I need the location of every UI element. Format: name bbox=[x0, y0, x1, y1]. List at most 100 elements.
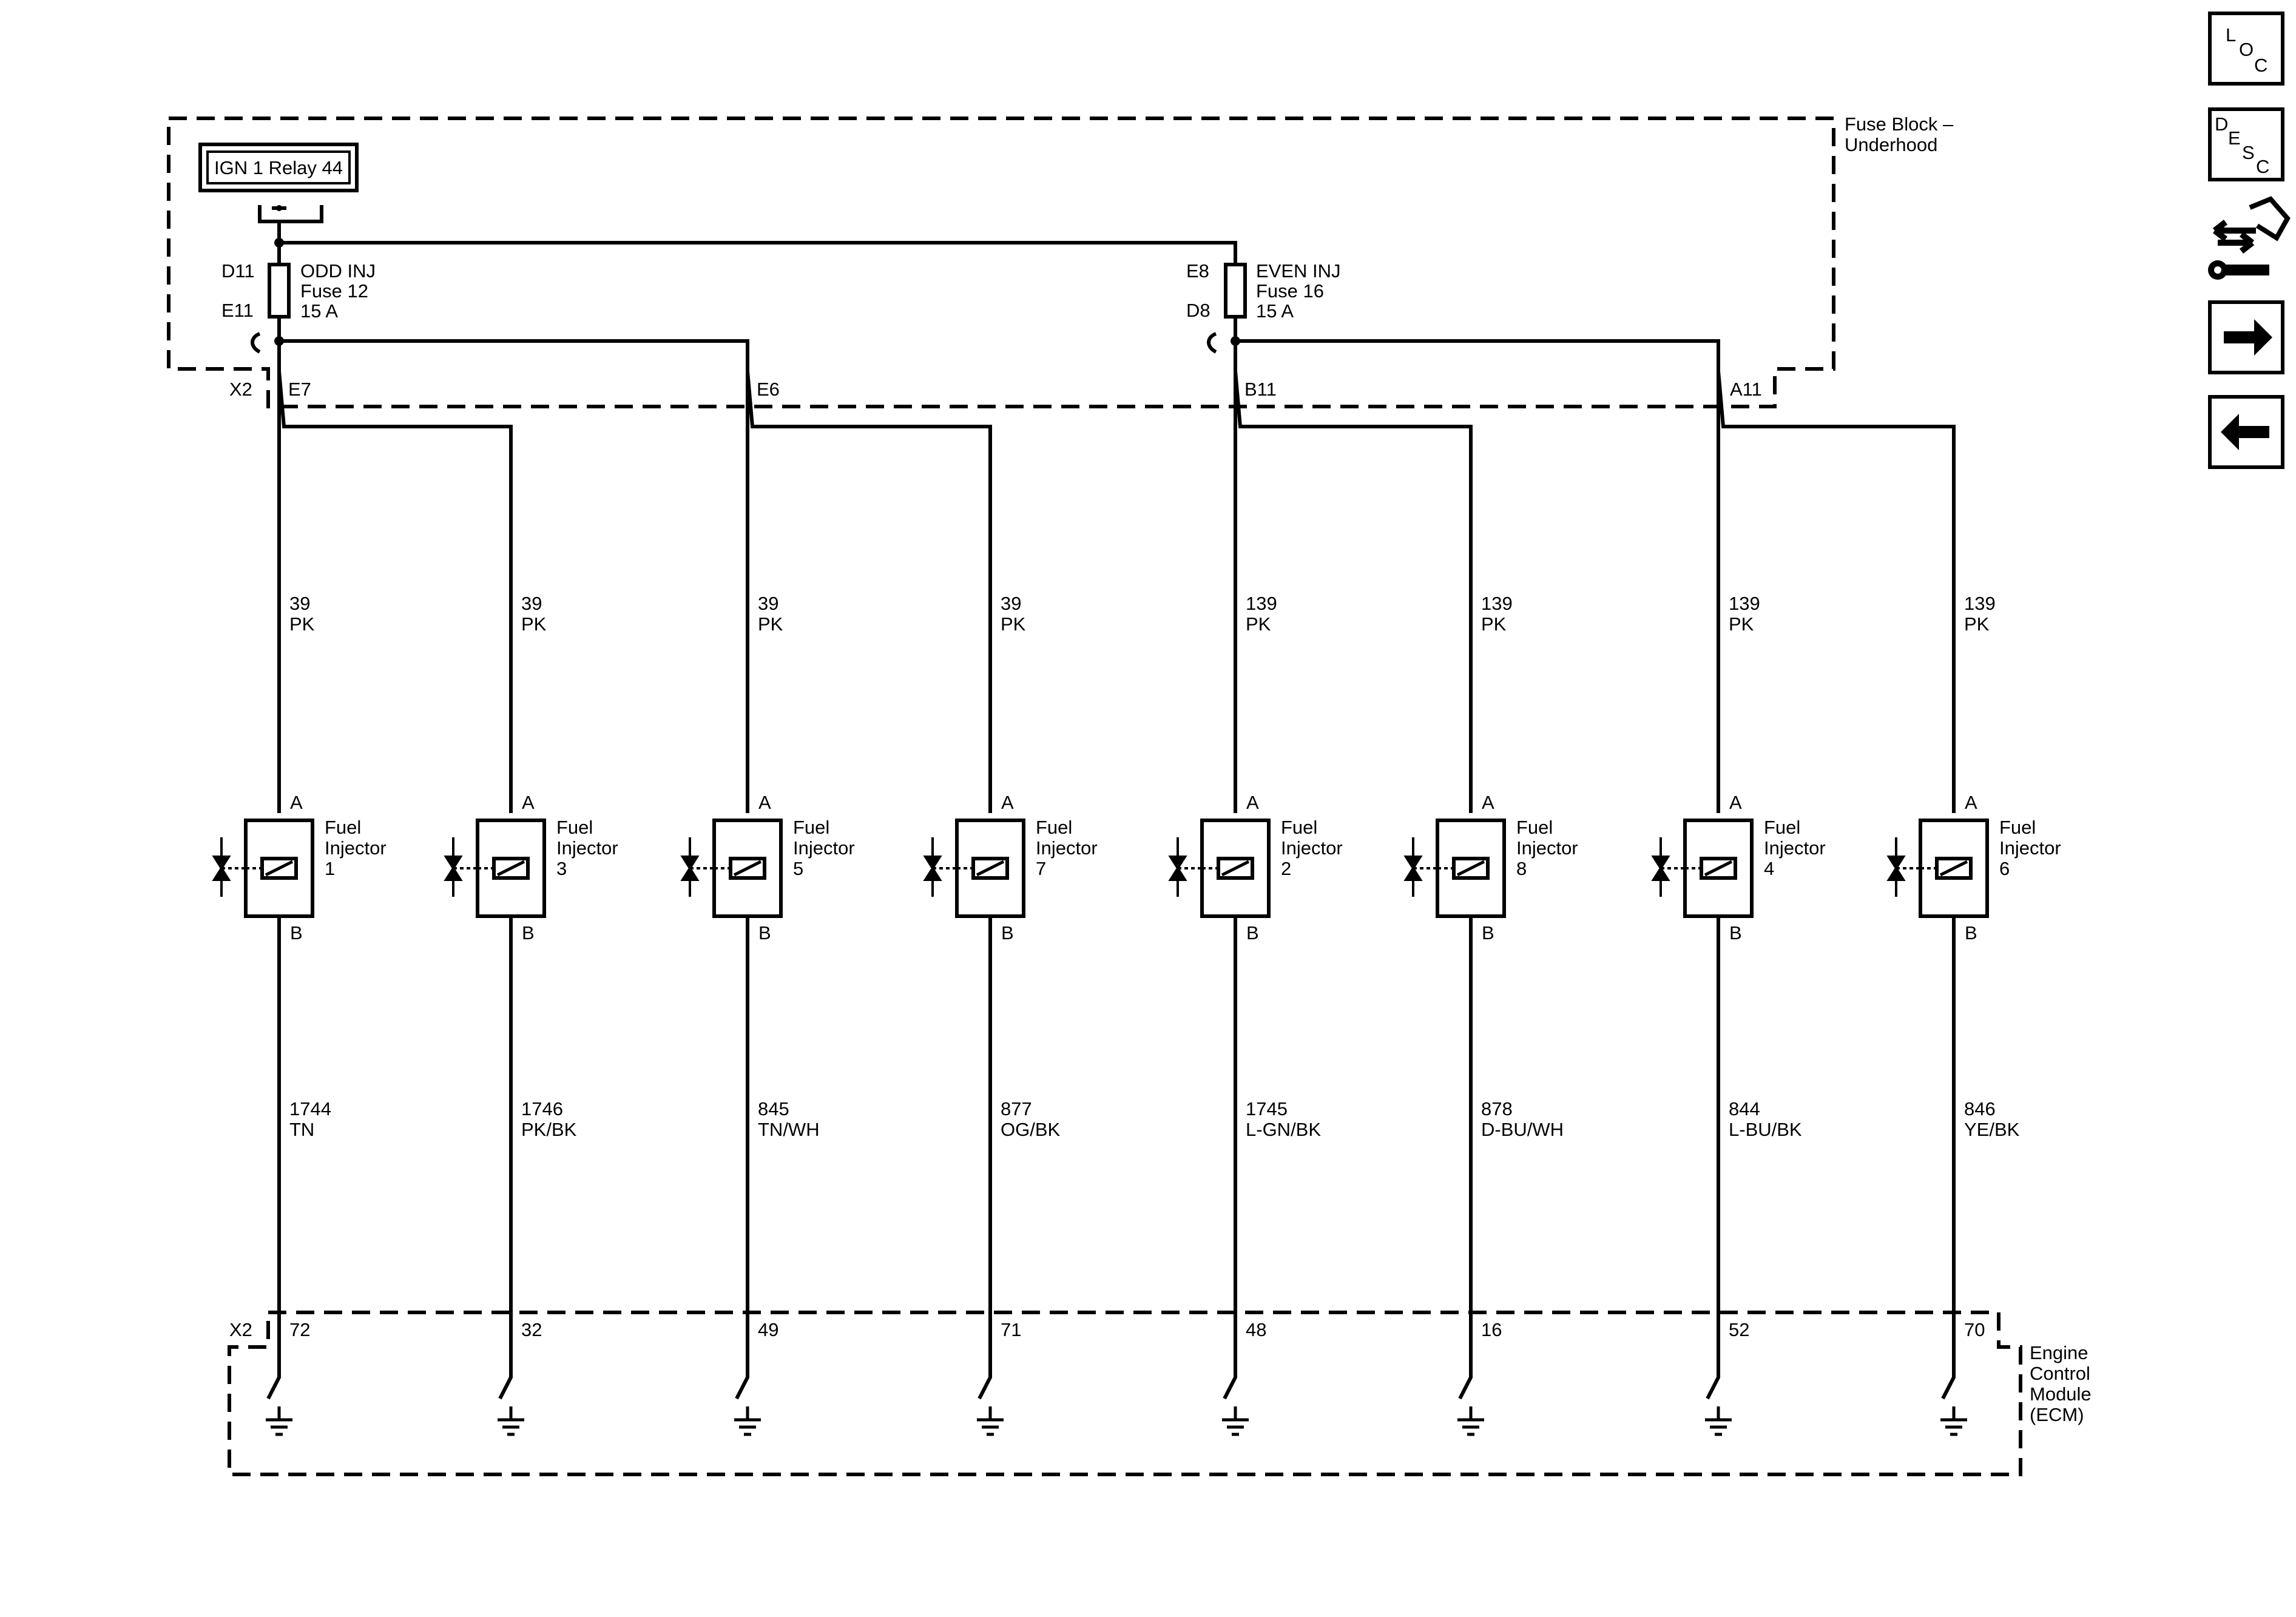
injector-pin-a: A bbox=[290, 792, 303, 813]
control-circuit-number: 1745 bbox=[1246, 1098, 1288, 1119]
injector-number: 7 bbox=[1036, 858, 1046, 879]
ecm-pin-number: 48 bbox=[1246, 1319, 1266, 1340]
injector-subtitle: Injector bbox=[325, 837, 387, 859]
fuse12-in-pin: D11 bbox=[221, 260, 255, 282]
injector-subtitle: Injector bbox=[1764, 837, 1826, 859]
fuse-odd-inj: D11 E11 ODD INJ Fuse 12 15 A bbox=[221, 260, 376, 341]
supply-circuit-number: 39 bbox=[521, 593, 542, 614]
injector-number: 8 bbox=[1516, 858, 1527, 879]
fuse16-in-pin: E8 bbox=[1186, 260, 1209, 282]
fuse-block-output-pins: E7 E6 B11 A11 bbox=[288, 379, 1762, 400]
supply-wire-color: PK bbox=[1729, 613, 1754, 635]
injector-pin-a: A bbox=[1729, 792, 1742, 813]
forward-button[interactable] bbox=[2208, 300, 2284, 374]
injector-subtitle: Injector bbox=[1281, 837, 1343, 859]
supply-splits bbox=[277, 371, 1956, 813]
injector-number: 3 bbox=[556, 858, 567, 879]
ign-bus-wire bbox=[279, 241, 1237, 265]
ecm-title-line2: Control bbox=[2030, 1363, 2090, 1384]
control-wire-color: OG/BK bbox=[1001, 1119, 1061, 1140]
supply-circuit-number: 139 bbox=[1729, 593, 1760, 614]
fuse12-out-pin: E11 bbox=[221, 300, 254, 321]
ign1-relay: IGN 1 Relay 44 bbox=[198, 143, 359, 243]
output-pin-a11: A11 bbox=[1730, 379, 1762, 400]
desc-letter-e: E bbox=[2228, 127, 2241, 149]
ecm-connector-label: X2 bbox=[229, 1319, 252, 1340]
fuse-block-title-line2: Underhood bbox=[1845, 134, 1937, 155]
ecm-title-line1: Engine bbox=[2030, 1342, 2088, 1363]
injector-pin-b: B bbox=[1001, 922, 1014, 944]
ground-icon bbox=[498, 1406, 524, 1436]
injector-pin-b: B bbox=[290, 922, 303, 944]
ground-icon bbox=[1940, 1406, 1967, 1436]
ecm-pin-number: 32 bbox=[521, 1319, 542, 1340]
desc-button[interactable]: D E S C bbox=[2208, 107, 2284, 181]
loc-letter-c: C bbox=[2254, 55, 2267, 76]
supply-wire-color: PK bbox=[1481, 613, 1507, 635]
ground-icon bbox=[734, 1406, 761, 1436]
injector-subtitle: Injector bbox=[1999, 837, 2061, 859]
injector-title: Fuel bbox=[1764, 817, 1800, 838]
desc-letter-s: S bbox=[2242, 142, 2255, 163]
ecm-title-line4: (ECM) bbox=[2030, 1404, 2084, 1425]
injector-title: Fuel bbox=[1036, 817, 1072, 838]
control-circuit-number: 1744 bbox=[289, 1098, 331, 1119]
control-circuit-number: 878 bbox=[1481, 1098, 1513, 1119]
supply-wire-color: PK bbox=[289, 613, 315, 635]
injector-pin-b: B bbox=[758, 922, 771, 944]
control-circuit-number: 1746 bbox=[521, 1098, 563, 1119]
supply-circuit-number: 139 bbox=[1964, 593, 1996, 614]
injector-subtitle: Injector bbox=[1036, 837, 1098, 859]
injector-pin-a: A bbox=[1965, 792, 1977, 813]
fuse-output-busses bbox=[251, 332, 1720, 371]
control-wire bbox=[498, 916, 513, 1400]
injector-subtitle: Injector bbox=[556, 837, 618, 859]
control-wire-color: PK/BK bbox=[521, 1119, 577, 1140]
fuse-block-title-line1: Fuse Block – bbox=[1845, 113, 1954, 135]
ecm-pin-number: 71 bbox=[1001, 1319, 1021, 1340]
supply-wire-color: PK bbox=[1246, 613, 1271, 635]
control-wire bbox=[1706, 916, 1720, 1400]
fuse16-rating: 15 A bbox=[1256, 300, 1294, 322]
back-button[interactable] bbox=[2208, 395, 2284, 469]
supply-wire-color: PK bbox=[1001, 613, 1026, 635]
injector-title: Fuel bbox=[793, 817, 829, 838]
supply-circuit-number: 39 bbox=[289, 593, 310, 614]
fuse-even-inj: E8 D8 EVEN INJ Fuse 16 15 A bbox=[1186, 260, 1341, 341]
injector-title: Fuel bbox=[1281, 817, 1317, 838]
ecm-pin-number: 72 bbox=[289, 1319, 310, 1340]
output-pin-e7: E7 bbox=[288, 379, 311, 400]
desc-letter-d: D bbox=[2215, 113, 2228, 135]
injector-number: 4 bbox=[1764, 858, 1774, 879]
injector-pin-b: B bbox=[1965, 922, 1977, 944]
injector-columns: 39PKAFuelInjector1B1744TN7239PKAFuelInje… bbox=[212, 593, 2061, 1436]
ground-icon bbox=[1222, 1406, 1249, 1436]
injector-pin-a: A bbox=[1001, 792, 1014, 813]
injector-number: 2 bbox=[1281, 858, 1291, 879]
injector-subtitle: Injector bbox=[1516, 837, 1578, 859]
control-circuit-number: 844 bbox=[1729, 1098, 1760, 1119]
control-wire-color: TN bbox=[289, 1119, 314, 1140]
fuse16-name: EVEN INJ bbox=[1256, 260, 1341, 282]
fuse-block: Fuse Block – Underhood X2 bbox=[167, 113, 1954, 408]
fuse12-number: Fuse 12 bbox=[300, 280, 368, 302]
injector-pin-a: A bbox=[1246, 792, 1259, 813]
ecm-pin-number: 49 bbox=[758, 1319, 778, 1340]
ecm-pin-number: 16 bbox=[1481, 1319, 1502, 1340]
ecm-pin-number: 52 bbox=[1729, 1319, 1749, 1340]
connector-tool-icon[interactable] bbox=[2208, 196, 2291, 280]
injector-number: 5 bbox=[793, 858, 803, 879]
fuse12-name: ODD INJ bbox=[300, 260, 376, 282]
supply-circuit-number: 39 bbox=[758, 593, 778, 614]
ground-icon bbox=[1705, 1406, 1732, 1436]
arrow-left-icon bbox=[2221, 414, 2269, 450]
desc-letter-c: C bbox=[2256, 156, 2269, 177]
loc-button[interactable]: L O C bbox=[2208, 12, 2284, 86]
supply-circuit-number: 139 bbox=[1481, 593, 1513, 614]
fuse-block-connector-label: X2 bbox=[229, 379, 252, 400]
control-wire bbox=[1458, 916, 1473, 1400]
loc-letter-o: O bbox=[2239, 39, 2254, 60]
